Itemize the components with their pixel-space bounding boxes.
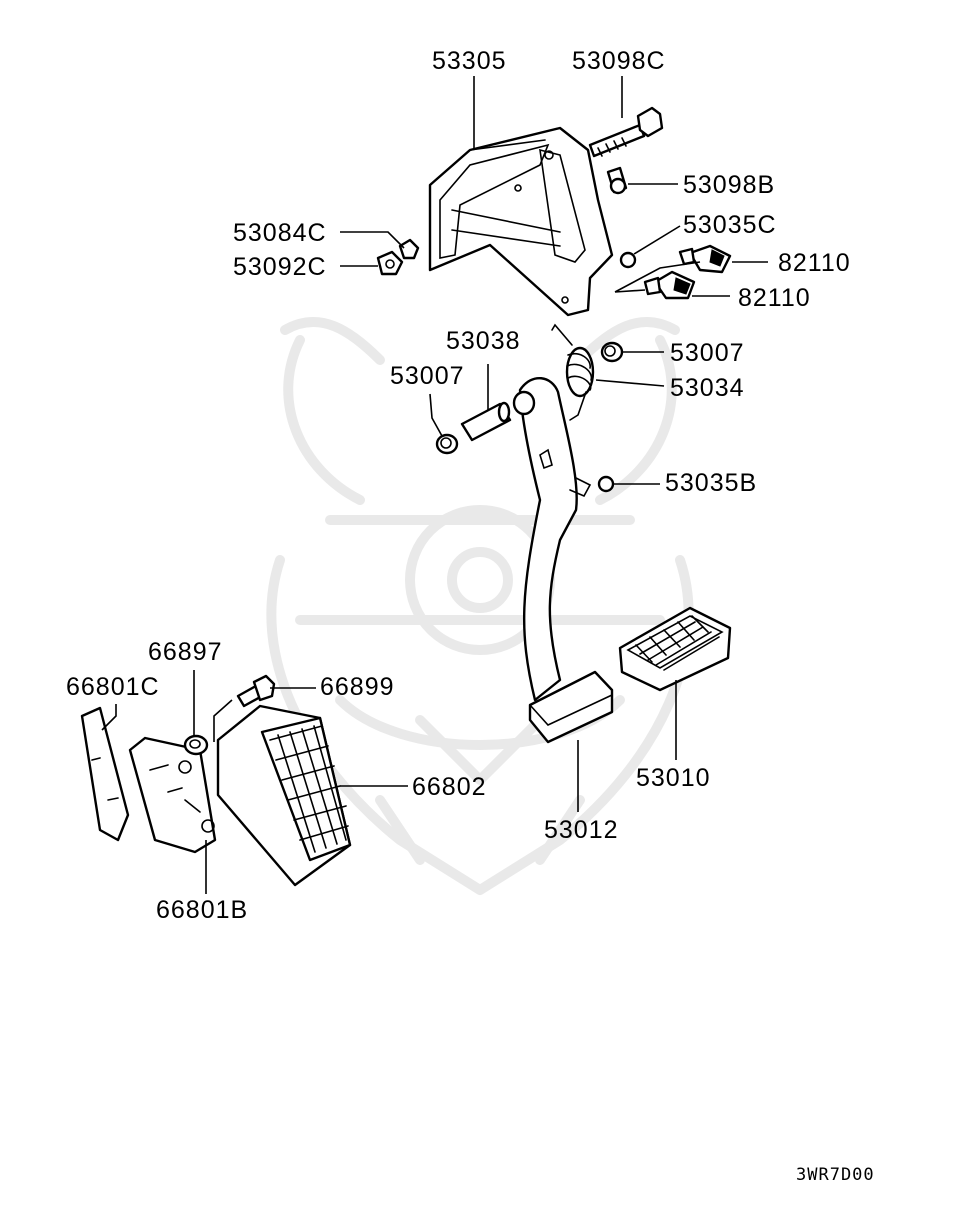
bushing-53007-right — [600, 341, 624, 363]
diagram-code: 3WR7D00 — [796, 1165, 875, 1185]
bolt-53098b — [606, 166, 628, 195]
label-82110-lower: 82110 — [738, 284, 811, 312]
return-spring — [551, 323, 595, 421]
nut-66897 — [183, 734, 209, 756]
label-53007-right: 53007 — [670, 339, 745, 367]
label-53035c: 53035C — [683, 211, 777, 239]
label-82110-upper: 82110 — [778, 249, 851, 277]
label-53012: 53012 — [544, 816, 619, 844]
stop-lamp-switch-upper — [678, 244, 732, 274]
label-53035b: 53035B — [665, 469, 757, 497]
label-66899: 66899 — [320, 673, 395, 701]
label-66897: 66897 — [148, 638, 223, 666]
label-53098b: 53098B — [683, 171, 775, 199]
pedal-bracket — [428, 126, 614, 317]
leader-lines — [101, 76, 768, 894]
bolt-66899 — [236, 674, 276, 708]
label-66801b: 66801B — [156, 896, 248, 924]
label-66801c: 66801C — [66, 673, 160, 701]
stopper-53035c — [619, 251, 637, 269]
brake-pedal-pad — [528, 670, 614, 744]
accelerator-pedal — [216, 704, 352, 887]
accelerator-bracket-66801b — [128, 736, 217, 854]
nut-53084c — [398, 238, 420, 260]
label-53092c: 53092C — [233, 253, 327, 281]
label-53034: 53034 — [670, 374, 745, 402]
label-53305: 53305 — [432, 47, 507, 75]
stopper-53035b — [597, 475, 615, 493]
label-53010: 53010 — [636, 764, 711, 792]
bushing-53007-left — [435, 433, 459, 455]
bolt-53098c — [588, 106, 664, 158]
pedal-pin-53038 — [460, 401, 512, 442]
label-53038: 53038 — [446, 327, 521, 355]
part-labels: 53305 53098C 53098B 53084C 53092C 53035C… — [66, 47, 875, 1185]
stop-lamp-switch-lower — [643, 270, 696, 300]
pedal-pad-53010 — [618, 606, 732, 692]
nut-53092c — [376, 250, 404, 276]
brake-pedal-arm — [512, 377, 592, 702]
label-53084c: 53084C — [233, 219, 327, 247]
label-66802: 66802 — [412, 773, 487, 801]
label-53098c: 53098C — [572, 47, 666, 75]
label-53007-left: 53007 — [390, 362, 465, 390]
cover-66801c — [80, 706, 130, 842]
